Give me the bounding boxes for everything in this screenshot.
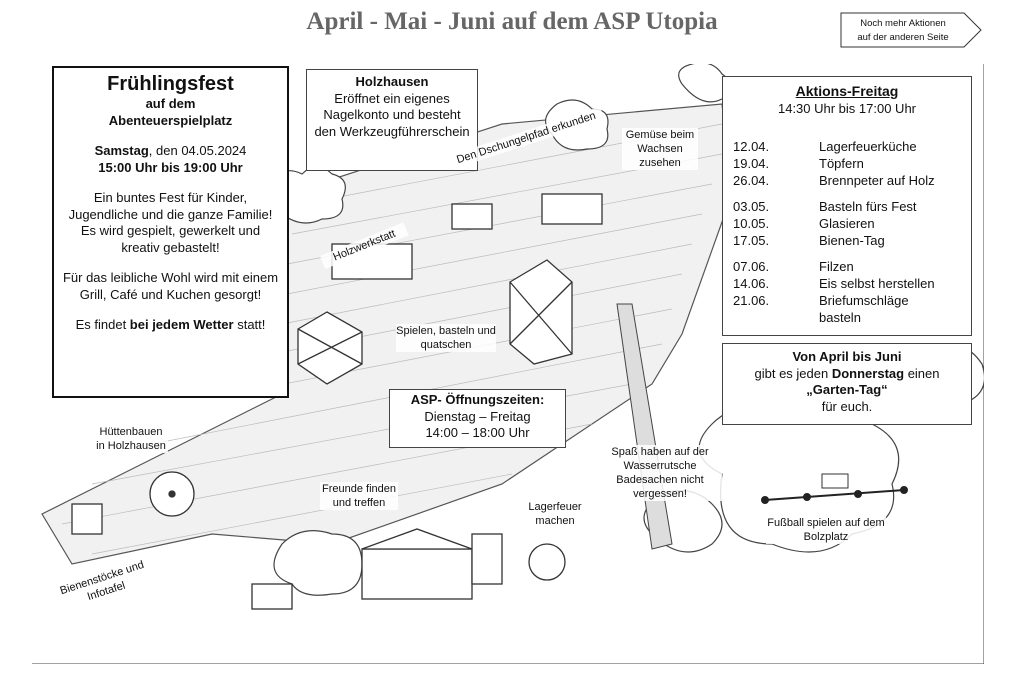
opening-hours: 14:00 – 18:00 Uhr [425, 425, 530, 440]
aktion-label: Töpfern [819, 156, 864, 171]
fest-day: Samstag [94, 143, 149, 158]
aktion-date: 21.06. [733, 293, 770, 308]
opening-days: Dienstag – Freitag [424, 408, 531, 424]
fest-weather: Es findet bei jedem Wetter statt! [62, 317, 279, 334]
fest-date: Samstag, den 04.05.2024 [62, 143, 279, 160]
aktion-label: basteln [819, 310, 861, 325]
aktion-date: 12.04. [733, 139, 770, 154]
fest-desc3: Für das leibliche Wohl wird mit einem Gr… [62, 270, 279, 302]
label-freunde: Freunde finden und treffen [320, 482, 398, 510]
weather-pre: Es findet [75, 317, 130, 332]
garten-line4: für euch. [821, 398, 873, 414]
aktion-label: Brennpeter auf Holz [819, 173, 935, 188]
holzhausen-box: Holzhausen Eröffnet ein eigenes Nagelkon… [306, 69, 478, 171]
fest-desc1: Ein buntes Fest für Kinder, Jugendliche … [68, 190, 273, 222]
label-spielen: Spielen, basteln und quatschen [396, 324, 496, 352]
page-title: April - Mai - Juni auf dem ASP Utopia [306, 8, 718, 35]
label-gemuese: Gemüse beim Wachsen zusehen [622, 128, 698, 170]
aktions-freitag-box: Aktions-Freitag 14:30 Uhr bis 17:00 Uhr … [722, 76, 972, 336]
aktion-label: Briefumschläge [819, 293, 909, 308]
holzhausen-text: Eröffnet ein eigenes Nagelkonto und best… [314, 90, 470, 139]
label-wasserrutsche: Spaß haben auf der Wasserrutsche Badesac… [598, 445, 722, 501]
garten-line2: gibt es jeden Donnerstag einen [727, 366, 967, 383]
fest-time: 15:00 Uhr bis 19:00 Uhr [98, 159, 243, 175]
label-fussball: Fußball spielen auf dem Bolzplatz [766, 516, 886, 544]
aktion-label: Glasieren [819, 216, 875, 231]
garten-line3: „Garten-Tag“ [806, 382, 888, 397]
opening-hours-box: ASP- Öffnungszeiten: Dienstag – Freitag … [389, 389, 566, 448]
fest-sub1: auf dem [145, 96, 196, 111]
arrow-shape-icon [840, 12, 982, 48]
aktion-label: Lagerfeuerküche [819, 139, 917, 154]
fest-sub2: Abenteuerspielplatz [108, 112, 233, 128]
aktion-date: 07.06. [733, 259, 770, 274]
more-actions-note: Noch mehr Aktionen auf der anderen Seite [840, 12, 982, 48]
garten-line2-post: einen [904, 365, 940, 381]
holzhausen-title: Holzhausen [355, 74, 429, 89]
aktion-label: Basteln fürs Fest [819, 199, 917, 214]
garten-tag-box: Von April bis Juni gibt es jeden Donners… [722, 343, 972, 425]
garten-line2-bold: Donnerstag [831, 365, 905, 381]
opening-title: ASP- Öffnungszeiten: [410, 392, 545, 407]
weather-bold: bei jedem Wetter [129, 317, 234, 332]
aktion-date: 26.04. [733, 173, 770, 188]
aktion-label: Filzen [819, 259, 854, 274]
aktion-date: 19.04. [733, 156, 770, 171]
aktion-time: 14:30 Uhr bis 17:00 Uhr [777, 101, 917, 116]
garten-line2-pre: gibt es jeden [754, 365, 832, 381]
label-lagerfeuer: Lagerfeuer machen [520, 500, 590, 528]
aktion-date: 10.05. [733, 216, 770, 231]
aktion-date: 14.06. [733, 276, 770, 291]
aktion-title: Aktions-Freitag [795, 83, 899, 99]
aktion-label: Eis selbst herstellen [819, 276, 935, 291]
label-huettenbauen: Hüttenbauen in Holzhausen [94, 425, 168, 453]
note-line2: auf der anderen Seite [857, 32, 949, 43]
fest-desc2: Es wird gespielt, gewerkelt und kreativ … [80, 223, 261, 255]
fest-title: Frühlingsfest [107, 73, 234, 95]
aktion-date: 17.05. [733, 233, 770, 248]
weather-post: statt! [233, 317, 266, 332]
fruehlingsfest-box: Frühlingsfest auf dem Abenteuerspielplat… [52, 66, 289, 398]
note-line1: Noch mehr Aktionen [860, 18, 946, 29]
garten-line1: Von April bis Juni [792, 349, 902, 364]
fest-date-text: , den 04.05.2024 [148, 143, 247, 158]
aktion-date: 03.05. [733, 199, 770, 214]
aktion-label: Bienen-Tag [819, 233, 885, 248]
